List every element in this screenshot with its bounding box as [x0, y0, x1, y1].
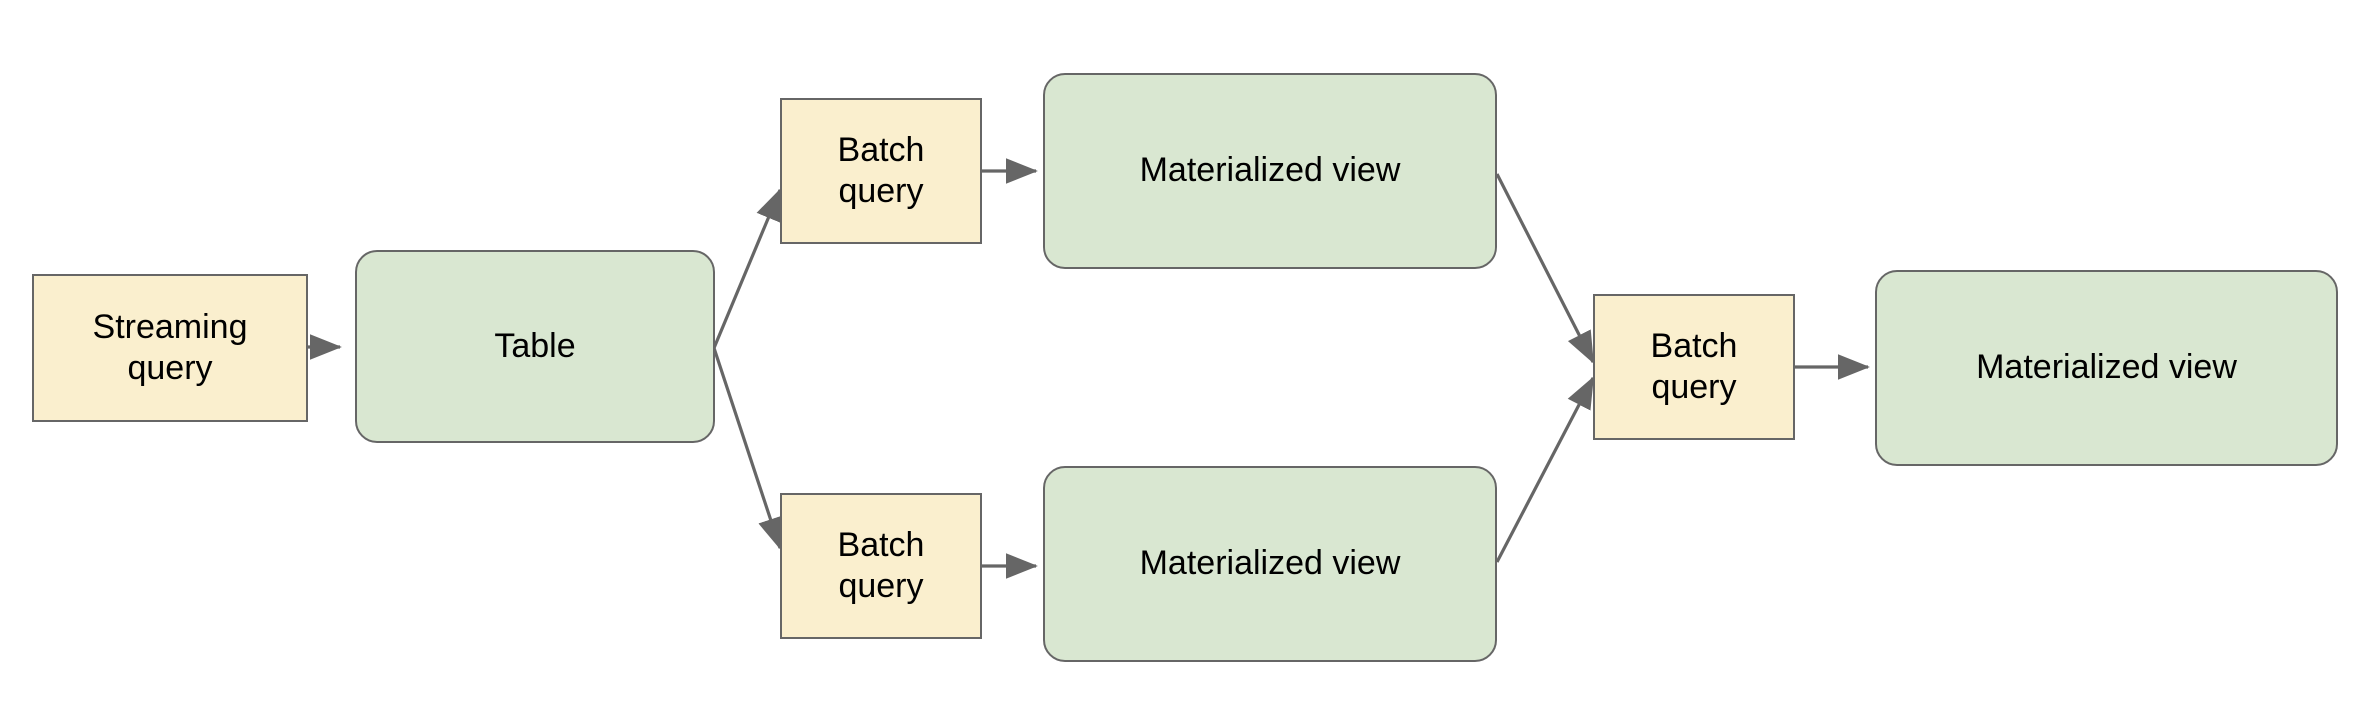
node-batch-query-bottom[interactable]: Batch query [780, 493, 982, 639]
node-materialized-view-top[interactable]: Materialized view [1043, 73, 1497, 269]
node-streaming-query[interactable]: Streaming query [32, 274, 308, 422]
node-materialized-view-top-label: Materialized view [1139, 151, 1401, 190]
node-table[interactable]: Table [355, 250, 715, 443]
node-batch-query-top[interactable]: Batch query [780, 98, 982, 244]
node-batch-query-join-label: Batch query [1650, 326, 1738, 406]
edge-table-to-batch-query-top [712, 188, 782, 349]
node-batch-query-join[interactable]: Batch query [1593, 294, 1795, 440]
node-table-label: Table [494, 326, 576, 365]
edge-table-to-batch-query-bottom [712, 347, 783, 550]
edge-materialized-view-bottom-to-batch-query-join [1495, 376, 1595, 563]
node-materialized-view-final-label: Materialized view [1976, 348, 2237, 387]
node-streaming-query-label: Streaming query [92, 307, 248, 387]
node-batch-query-top-label: Batch query [837, 130, 925, 210]
node-materialized-view-final[interactable]: Materialized view [1875, 270, 2338, 466]
edge-materialized-view-top-to-batch-query-join [1495, 173, 1595, 364]
node-batch-query-bottom-label: Batch query [837, 525, 925, 605]
node-materialized-view-bottom-label: Materialized view [1139, 544, 1401, 583]
node-materialized-view-bottom[interactable]: Materialized view [1043, 466, 1497, 662]
